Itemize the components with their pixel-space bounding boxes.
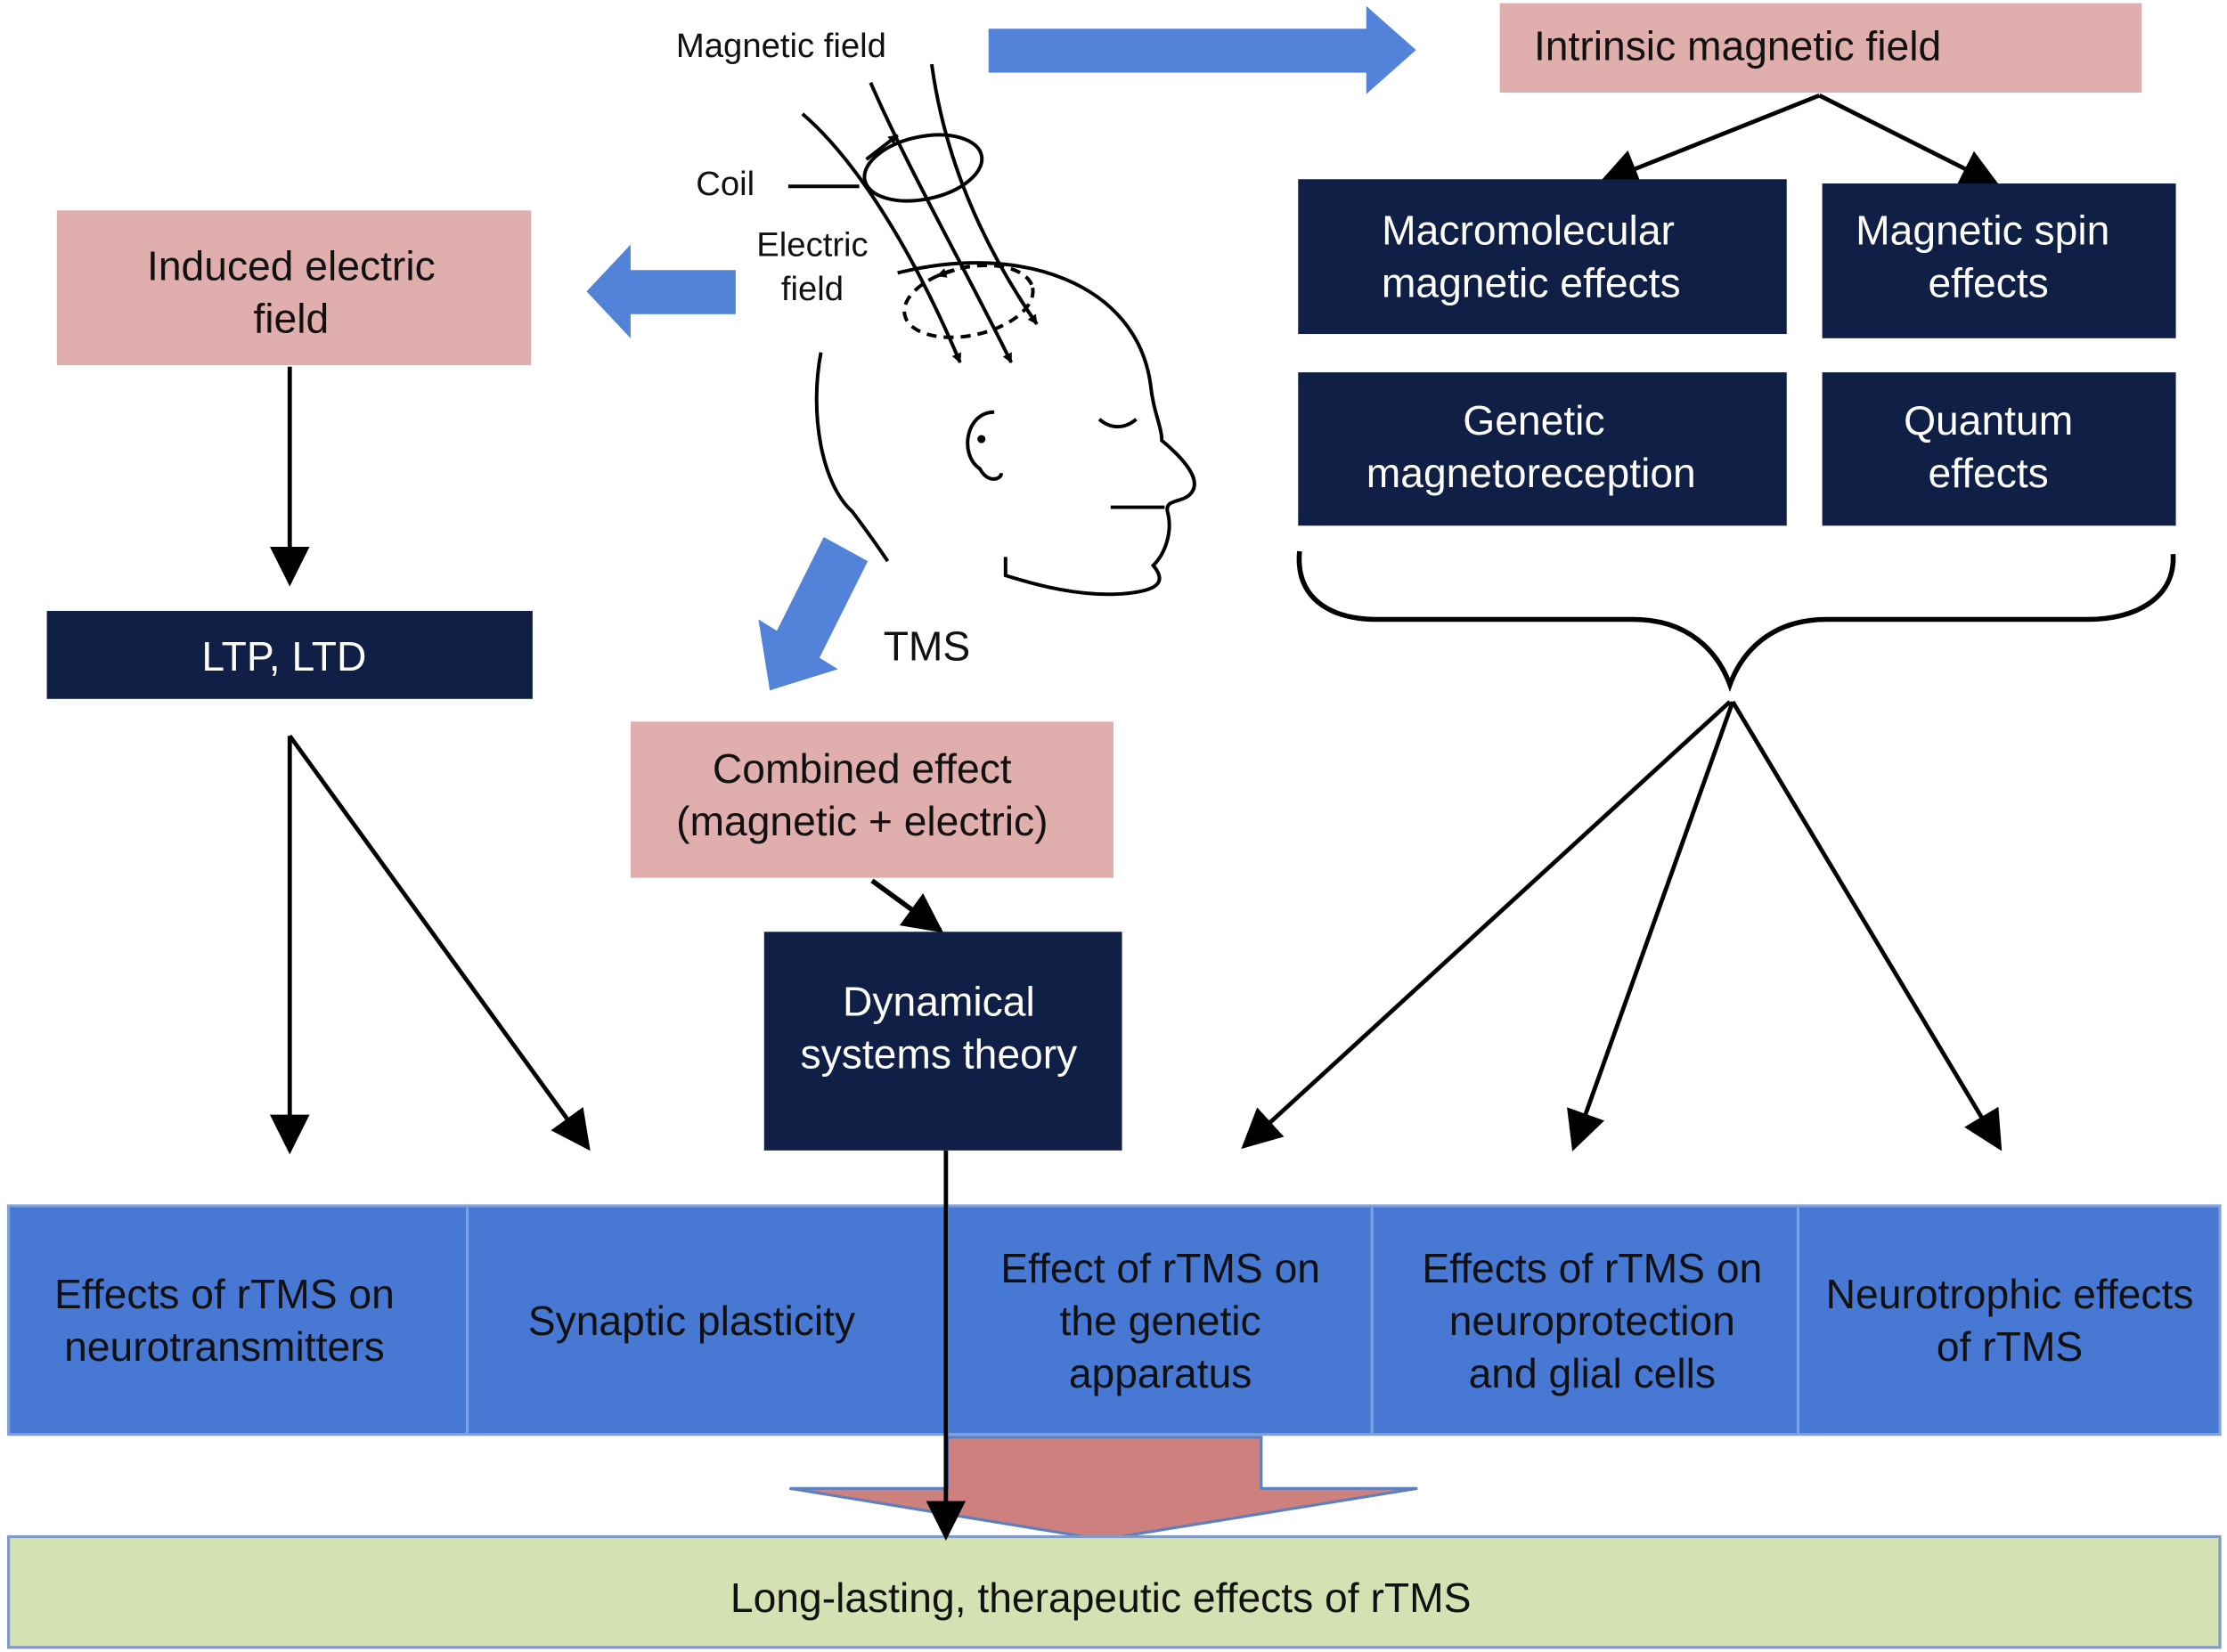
effects-band: Effects of rTMS on neurotransmitters Syn… — [6, 1204, 2222, 1436]
svg-text:Long-lasting, therapeutic effe: Long-lasting, therapeutic effects of rTM… — [730, 1575, 1472, 1621]
arrow-connector — [1598, 93, 1821, 188]
macromolecular-magnetic-effects-box: Macromolecular magnetic effects — [1298, 179, 1787, 335]
arrow-connector — [1731, 700, 2003, 1152]
svg-text:and glial cells: and glial cells — [1469, 1350, 1716, 1396]
head-outline-icon — [897, 261, 1196, 597]
magnetic-field-line — [869, 82, 1013, 363]
svg-text:the genetic: the genetic — [1060, 1298, 1261, 1344]
magnetic-field-line — [801, 112, 962, 363]
svg-text:effects: effects — [1928, 450, 2048, 496]
arrow-connector — [1567, 701, 1735, 1152]
svg-text:Effect of rTMS on: Effect of rTMS on — [1000, 1245, 1320, 1291]
intrinsic-magnetic-field-box: Intrinsic magnetic field — [1499, 3, 2142, 93]
svg-text:Macromolecular: Macromolecular — [1382, 208, 1675, 254]
effect-cell-neurotrophic: Neurotrophic effects of rTMS — [1826, 1271, 2194, 1370]
svg-text:neuroprotection: neuroprotection — [1449, 1298, 1735, 1344]
block-arrow-left-icon — [586, 244, 736, 338]
effect-cell-neuroprotection: Effects of rTMS on neuroprotection and g… — [1422, 1245, 1762, 1396]
effect-cell-synaptic-plasticity: Synaptic plasticity — [528, 1298, 856, 1344]
block-arrow-down-left-icon — [758, 537, 869, 691]
tms-label: TMS — [884, 623, 971, 670]
coil-label: Coil — [696, 165, 755, 203]
magnetic-field-line — [929, 63, 1039, 326]
induced-electric-field-box: Induced electric field — [56, 210, 532, 366]
svg-text:field: field — [253, 295, 329, 341]
svg-text:Genetic: Genetic — [1463, 397, 1604, 444]
genetic-magnetoreception-box: Genetic magnetoreception — [1298, 372, 1787, 526]
tms-head-illustration — [787, 63, 1196, 597]
effect-cell-genetic-apparatus: Effect of rTMS on the genetic apparatus — [1000, 1245, 1320, 1396]
block-arrow-down-icon — [789, 1436, 1418, 1542]
svg-text:Magnetic spin: Magnetic spin — [1856, 208, 2109, 254]
svg-text:Combined effect: Combined effect — [713, 745, 1012, 792]
dynamical-systems-theory-box: Dynamical systems theory — [763, 932, 1122, 1151]
arrow-connector — [1818, 94, 2001, 187]
magnetic-spin-effects-box: Magnetic spin effects — [1822, 183, 2176, 338]
svg-text:Quantum: Quantum — [1904, 397, 2073, 444]
svg-text:Dynamical: Dynamical — [843, 978, 1035, 1024]
svg-text:systems theory: systems theory — [800, 1030, 1078, 1077]
svg-text:Synaptic plasticity: Synaptic plasticity — [528, 1298, 856, 1344]
coil-icon — [862, 133, 984, 203]
svg-text:(magnetic + electric): (magnetic + electric) — [676, 798, 1048, 844]
arrow-connector — [1241, 700, 1732, 1150]
svg-text:neurotransmitters: neurotransmitters — [64, 1323, 385, 1370]
electric-field-label: field — [781, 270, 844, 308]
combined-effect-box: Combined effect (magnetic + electric) — [630, 721, 1114, 878]
quantum-effects-box: Quantum effects — [1822, 372, 2176, 526]
svg-text:LTP, LTD: LTP, LTD — [201, 633, 366, 680]
svg-text:magnetic effects: magnetic effects — [1382, 260, 1681, 306]
svg-text:Intrinsic magnetic field: Intrinsic magnetic field — [1534, 22, 1941, 69]
svg-text:Neurotrophic effects: Neurotrophic effects — [1826, 1271, 2194, 1317]
svg-text:apparatus: apparatus — [1069, 1350, 1252, 1396]
svg-text:magnetoreception: magnetoreception — [1366, 450, 1696, 496]
arrow-connector — [288, 734, 591, 1152]
electric-field-label: Electric — [756, 225, 868, 264]
curly-brace-icon — [1296, 550, 2176, 693]
svg-text:Effects of rTMS on: Effects of rTMS on — [54, 1271, 395, 1317]
svg-text:effects: effects — [1928, 260, 2048, 306]
svg-text:Effects of rTMS on: Effects of rTMS on — [1422, 1245, 1762, 1291]
arrow-connector — [870, 878, 944, 933]
magnetic-field-label: Magnetic field — [676, 27, 886, 65]
ltp-ltd-box: LTP, LTD — [46, 610, 533, 699]
effect-cell-neurotransmitters: Effects of rTMS on neurotransmitters — [54, 1271, 395, 1370]
block-arrow-right-icon — [988, 5, 1416, 94]
svg-text:Induced electric: Induced electric — [147, 242, 436, 289]
svg-text:of rTMS: of rTMS — [1937, 1323, 2083, 1370]
outcome-band: Long-lasting, therapeutic effects of rTM… — [6, 1534, 2222, 1649]
